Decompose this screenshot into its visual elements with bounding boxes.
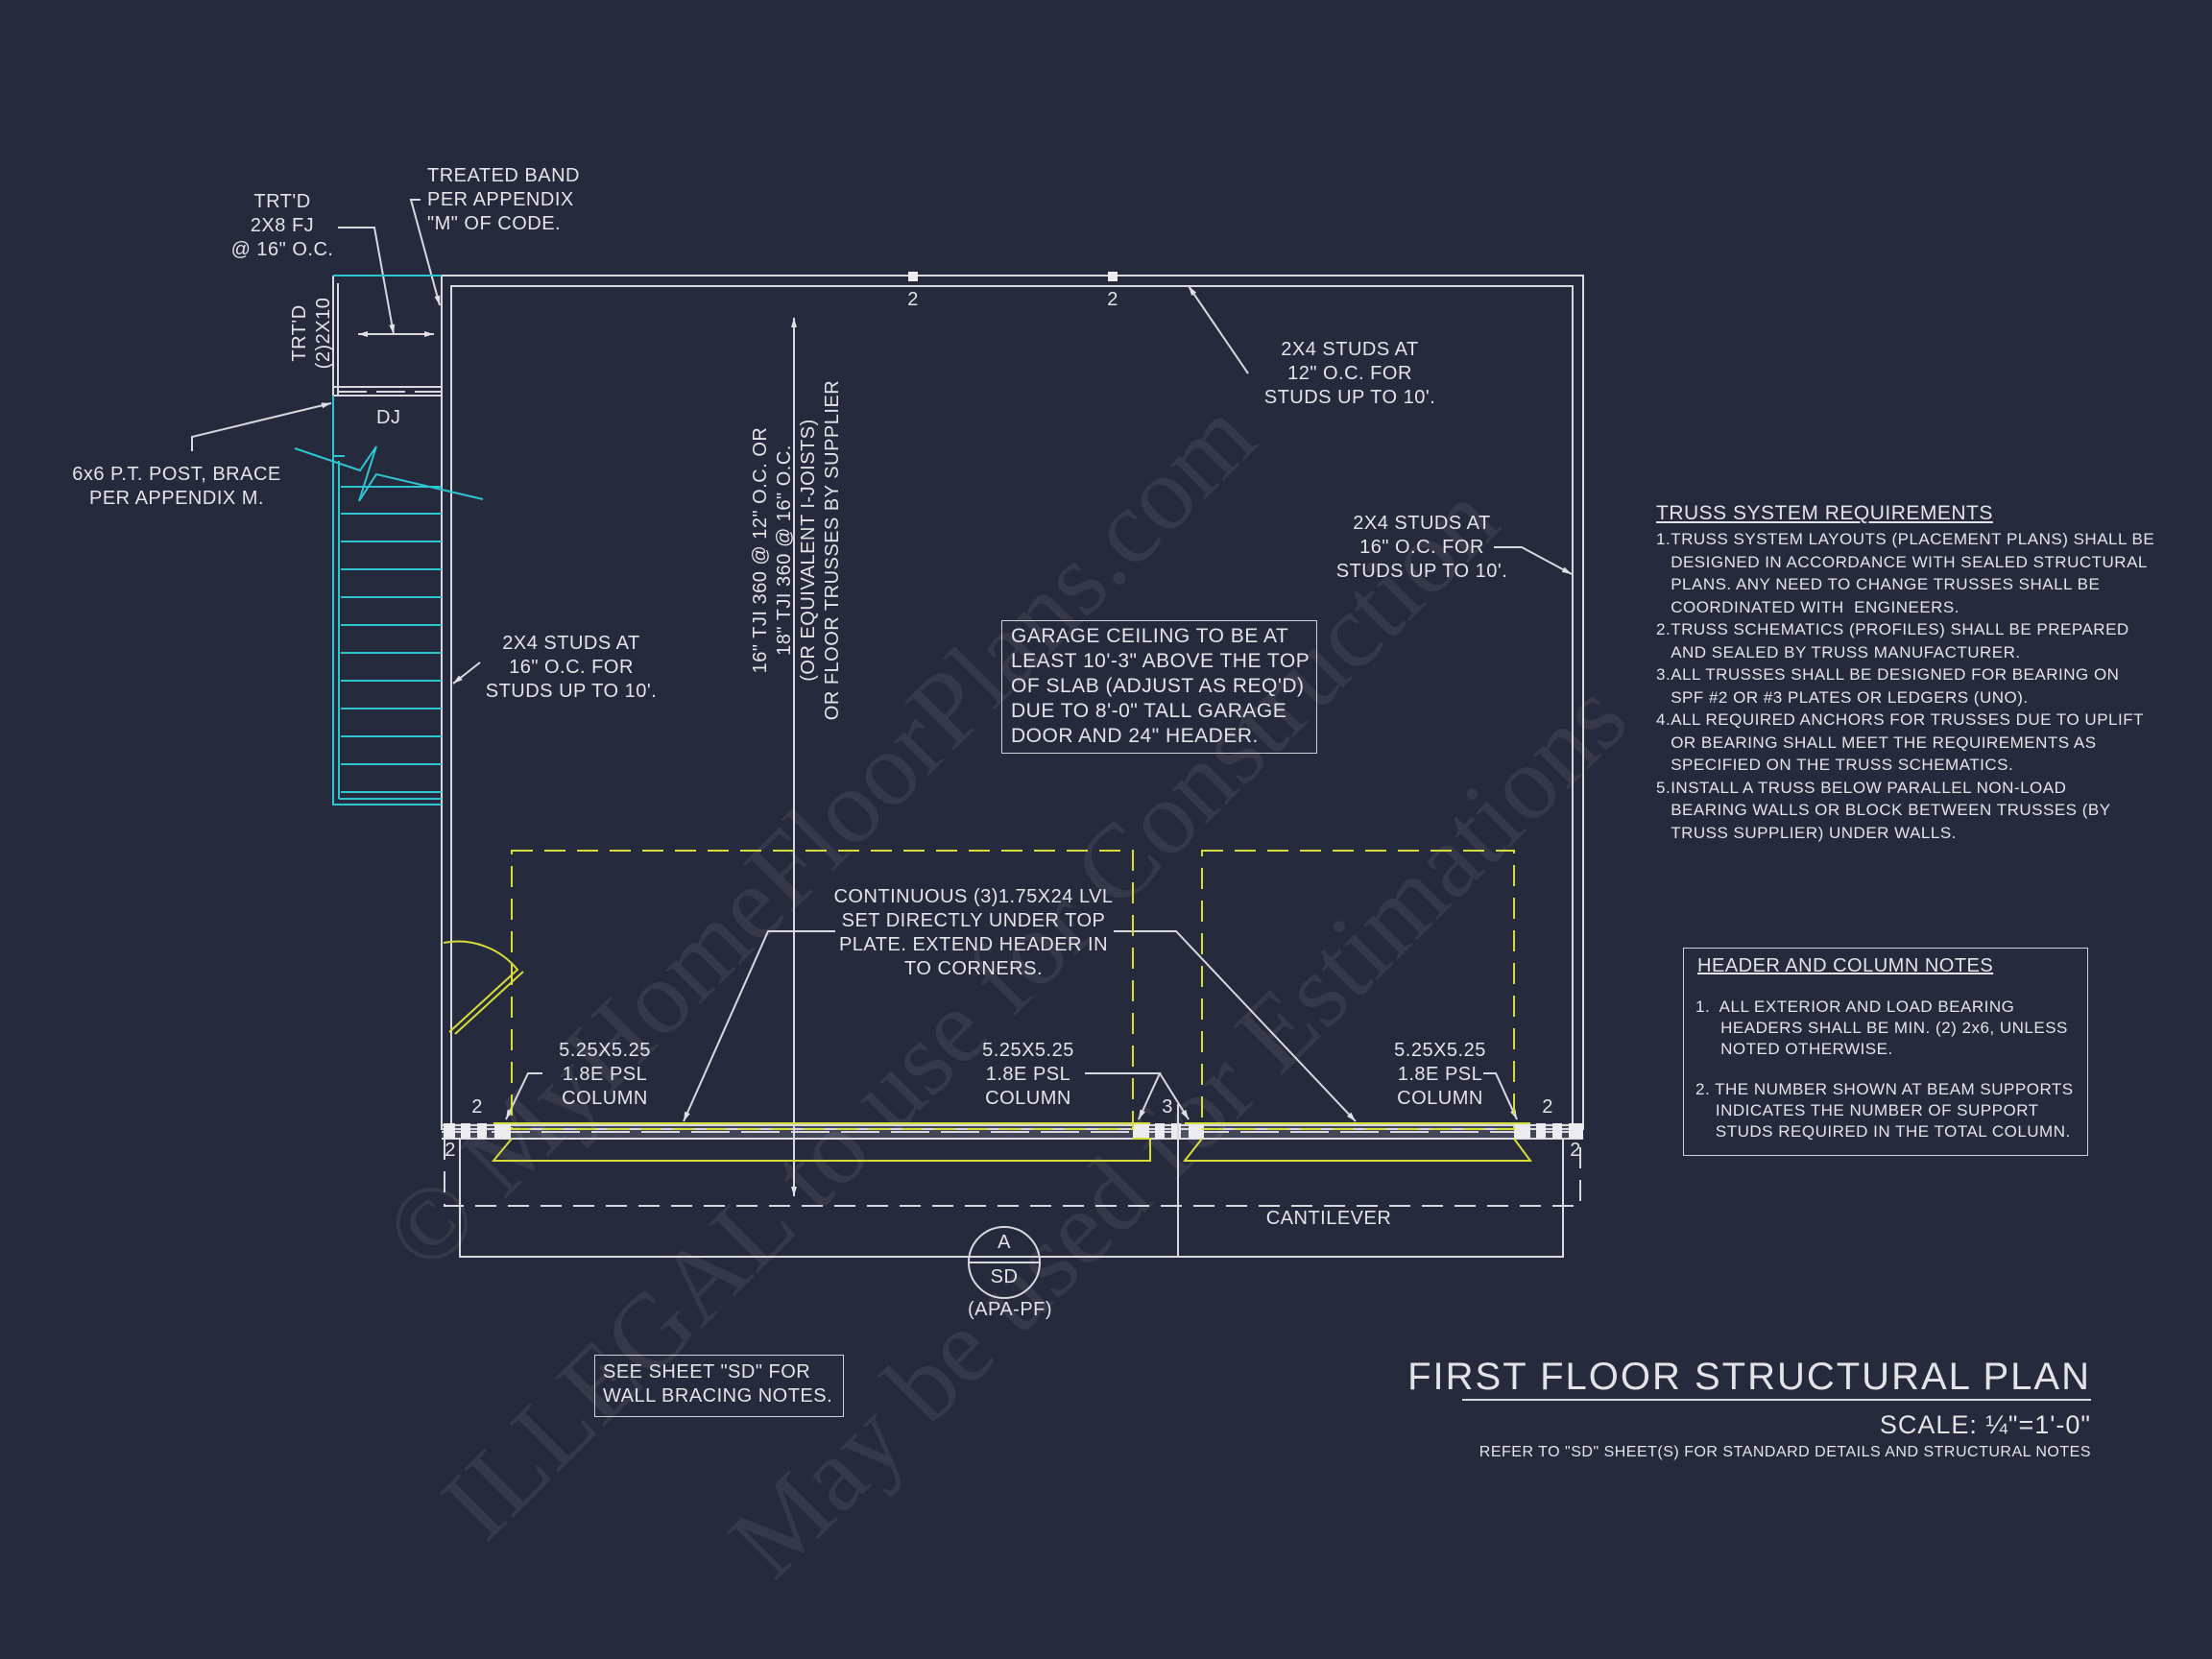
item-number: 3. <box>1656 665 1671 684</box>
drawing-scale: SCALE: ¼"=1'-0" <box>1879 1410 2091 1439</box>
section-marker-note: (APA-PF) <box>967 1299 1053 1320</box>
item-number: 5. <box>1656 778 1671 797</box>
truss-item: 4.ALL REQUIRED ANCHORS FOR TRUSSES DUE T… <box>1656 709 2144 777</box>
header-column-heading: HEADER AND COLUMN NOTES <box>1697 955 1994 976</box>
joist-note: 16" TJI 360 @ 12" O.C. OR 18" TJI 360 @ … <box>749 380 845 720</box>
see-sheet-note: SEE SHEET "SD" FOR WALL BRACING NOTES. <box>603 1361 833 1407</box>
header-column-notes-box: HEADER AND COLUMN NOTES 1. ALL EXTERIOR … <box>1683 948 2088 1156</box>
joist-note-line: (OR EQUIVALENT I-JOISTS) <box>798 419 819 682</box>
refer-note: REFER TO "SD" SHEET(S) FOR STANDARD DETA… <box>1479 1444 2091 1460</box>
cantilever-label: CANTILEVER <box>1265 1208 1392 1229</box>
item-text: ALL TRUSSES SHALL BE DESIGNED FOR BEARIN… <box>1671 665 2120 707</box>
item-text: INSTALL A TRUSS BELOW PARALLEL NON-LOAD … <box>1671 778 2111 842</box>
item-text: TRUSS SYSTEM LAYOUTS (PLACEMENT PLANS) S… <box>1671 530 2155 616</box>
lvl-header-note: CONTINUOUS (3)1.75X24 LVL SET DIRECTLY U… <box>833 886 1114 979</box>
item-number: 1. <box>1656 530 1671 548</box>
stud-count: 2 <box>1542 1096 1553 1118</box>
joist-note-line: 18" TJI 360 @ 16" O.C. <box>774 445 795 656</box>
entry-door-swing <box>443 940 524 1035</box>
header-column-item: 2. THE NUMBER SHOWN AT BEAM SUPPORTS IND… <box>1695 1080 2074 1141</box>
section-marker-letter: A <box>998 1232 1011 1253</box>
column-label-right: 5.25X5.25 1.8E PSL COLUMN <box>1394 1040 1486 1109</box>
deck-joist-note: TRT'D 2X8 FJ @ 16" O.C. <box>230 191 334 260</box>
header-1 <box>491 1122 1151 1162</box>
foundation-line <box>459 1139 1564 1258</box>
garage-door-1-outline <box>511 850 1134 1130</box>
truss-requirements: TRUSS SYSTEM REQUIREMENTS 1.TRUSS SYSTEM… <box>1656 499 2154 845</box>
truss-item: 5.INSTALL A TRUSS BELOW PARALLEL NON-LOA… <box>1656 777 2111 845</box>
deck-dj-label: DJ <box>376 407 401 428</box>
left-wall-studs-note: 2X4 STUDS AT 16" O.C. FOR STUDS UP TO 10… <box>485 633 658 702</box>
see-sheet-box: SEE SHEET "SD" FOR WALL BRACING NOTES. <box>594 1355 844 1417</box>
header-column-item: 1. ALL EXTERIOR AND LOAD BEARING HEADERS… <box>1695 998 2068 1058</box>
stud-count: 2 <box>1107 289 1118 310</box>
item-number: 4. <box>1656 710 1671 729</box>
deck-stairs <box>294 275 484 805</box>
garage-ceiling-note-box: GARAGE CEILING TO BE AT LEAST 10'-3" ABO… <box>1001 620 1317 754</box>
header-2 <box>1182 1122 1532 1162</box>
treated-band-note: TREATED BAND PER APPENDIX "M" OF CODE. <box>427 165 580 234</box>
top-wall-studs-note: 2X4 STUDS AT 12" O.C. FOR STUDS UP TO 10… <box>1263 339 1436 408</box>
stud-count: 2 <box>445 1140 456 1161</box>
right-wall-studs-note: 2X4 STUDS AT 16" O.C. FOR STUDS UP TO 10… <box>1335 513 1508 582</box>
truss-heading: TRUSS SYSTEM REQUIREMENTS <box>1656 502 1993 524</box>
drawing-title: FIRST FLOOR STRUCTURAL PLAN <box>1407 1356 2091 1398</box>
inner-wall <box>450 285 1574 1129</box>
deck-beam-note: TRT'D (2)2X10 <box>289 297 334 370</box>
item-text: TRUSS SCHEMATICS (PROFILES) SHALL BE PRE… <box>1671 620 2129 661</box>
item-text: ALL REQUIRED ANCHORS FOR TRUSSES DUE TO … <box>1671 710 2144 774</box>
truss-item: 3.ALL TRUSSES SHALL BE DESIGNED FOR BEAR… <box>1656 663 2119 709</box>
truss-item: 2.TRUSS SCHEMATICS (PROFILES) SHALL BE P… <box>1656 618 2128 663</box>
stud-count: 2 <box>471 1096 483 1118</box>
leader-lines <box>191 199 1573 1122</box>
column-blocks <box>444 1123 1583 1139</box>
post-note: 6x6 P.T. POST, BRACE PER APPENDIX M. <box>72 464 281 509</box>
truss-item: 1.TRUSS SYSTEM LAYOUTS (PLACEMENT PLANS)… <box>1656 528 2154 618</box>
column-label-middle: 5.25X5.25 1.8E PSL COLUMN <box>982 1040 1074 1109</box>
item-number: 2. <box>1656 620 1671 638</box>
stud-count: 2 <box>907 289 919 310</box>
stud-count: 2 <box>1570 1140 1581 1161</box>
section-marker-sheet: SD <box>990 1266 1019 1287</box>
garage-ceiling-note: GARAGE CEILING TO BE AT LEAST 10'-3" ABO… <box>1011 625 1310 747</box>
cantilever-dashed-line <box>444 1139 1581 1207</box>
joist-note-line: OR FLOOR TRUSSES BY SUPPLIER <box>822 379 843 721</box>
stud-count: 3 <box>1162 1096 1173 1118</box>
joist-note-line: 16" TJI 360 @ 12" O.C. OR <box>750 426 771 674</box>
column-label-left: 5.25X5.25 1.8E PSL COLUMN <box>559 1040 651 1109</box>
